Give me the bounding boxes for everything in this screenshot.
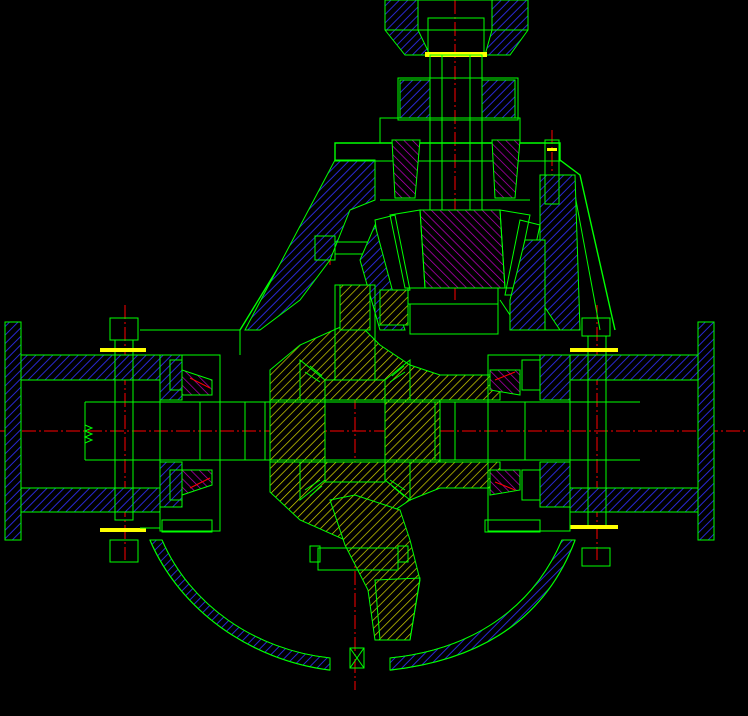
main-housing [239, 139, 616, 331]
ring-gear [309, 289, 421, 641]
left-tube-upper-wall [20, 354, 161, 381]
right-axle-housing [569, 317, 715, 567]
left-flange [4, 321, 22, 541]
right-tube-upper-wall [569, 354, 699, 381]
small-details [161, 359, 541, 533]
pinion-assembly [359, 0, 546, 335]
bottom-cover [149, 539, 576, 671]
left-tube-lower-wall [20, 487, 161, 513]
right-tube-lower-wall [569, 487, 699, 513]
right-flange [697, 321, 715, 541]
differential-case [159, 284, 571, 541]
